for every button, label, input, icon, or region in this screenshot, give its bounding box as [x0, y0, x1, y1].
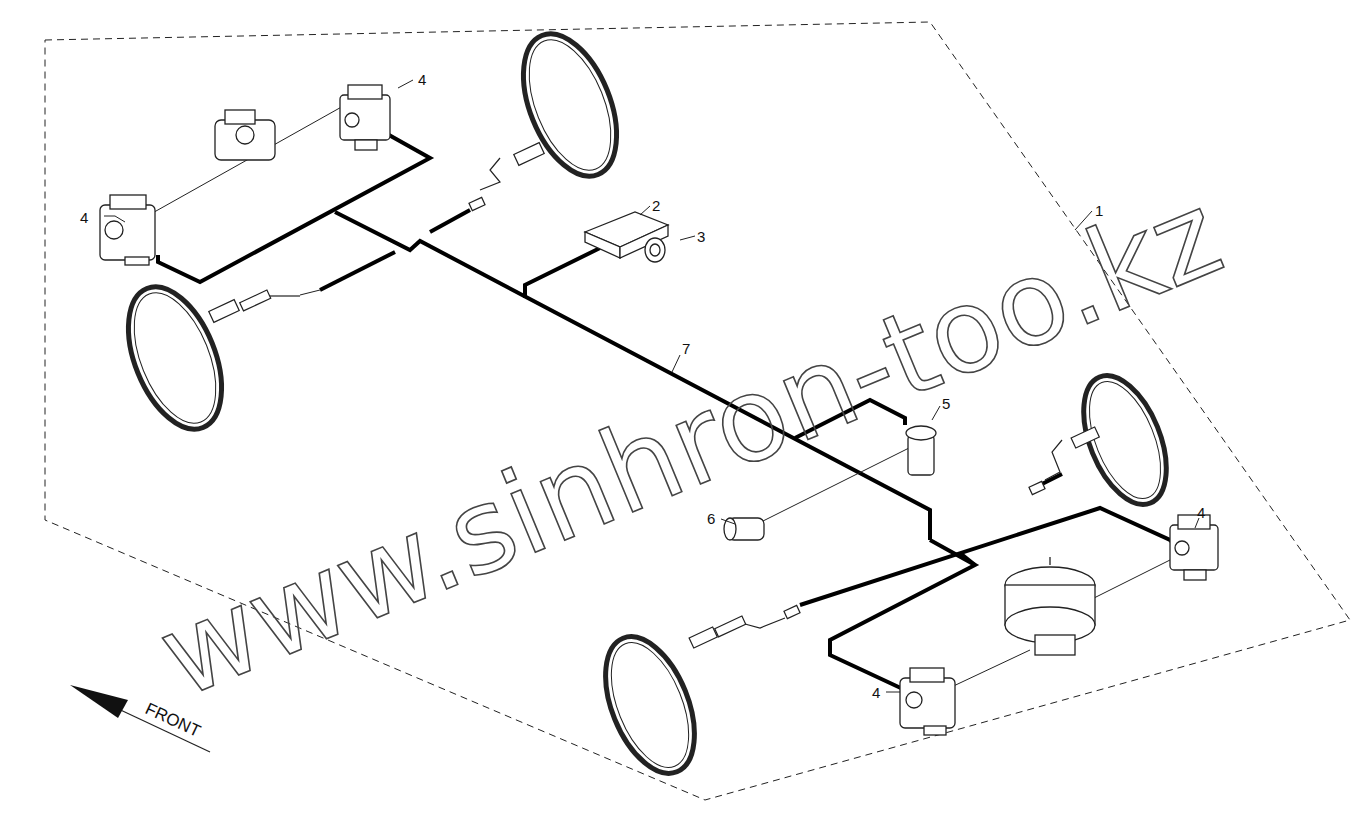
callout-number: 4 — [80, 210, 88, 225]
callout-number: 6 — [707, 511, 715, 526]
callout-number: 3 — [697, 229, 705, 244]
callout-number: 4 — [872, 685, 880, 700]
callout-number: 2 — [652, 198, 660, 213]
callout-number: 4 — [418, 72, 426, 87]
callout-number: 7 — [682, 341, 690, 356]
callout-number: 4 — [1197, 505, 1205, 520]
